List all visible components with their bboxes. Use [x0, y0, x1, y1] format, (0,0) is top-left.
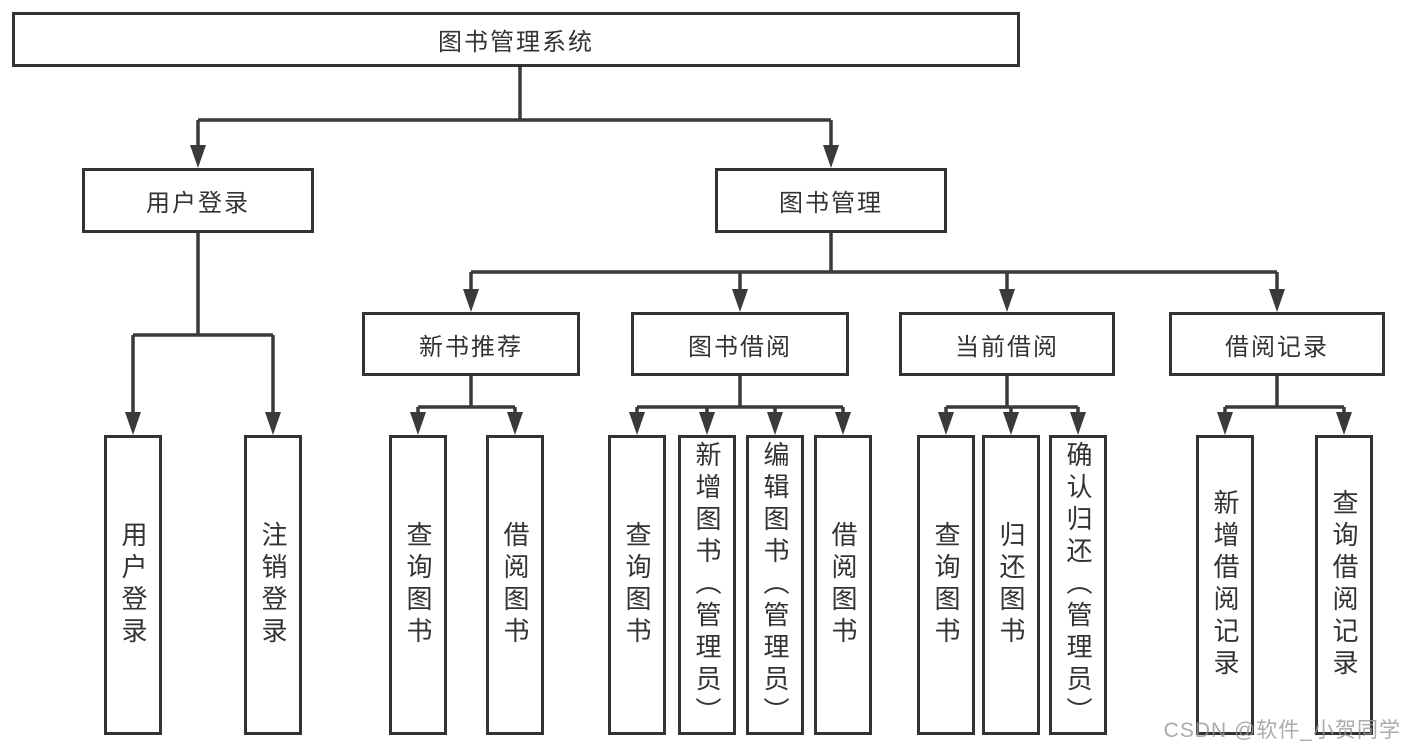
- node-borrow-records: 借阅记录: [1169, 312, 1385, 376]
- leaf-query-books-recommend: 查询图书: [389, 435, 447, 735]
- leaf-label: 用户登录: [118, 521, 148, 649]
- leaf-label: 查询图书: [931, 521, 961, 649]
- node-book-borrowing: 图书借阅: [631, 312, 849, 376]
- leaf-label: 注销登录: [258, 521, 288, 649]
- leaf-query-books-current: 查询图书: [917, 435, 975, 735]
- node-label: 新书推荐: [419, 333, 523, 361]
- node-label: 图书管理: [779, 190, 883, 217]
- leaf-confirm-return-admin: 确认归还（管理员）: [1049, 435, 1107, 735]
- watermark: CSDN @软件_小贺同学: [1163, 719, 1401, 742]
- leaf-label: 确认归还（管理员）: [1063, 441, 1093, 729]
- node-book-management: 图书管理: [715, 168, 947, 233]
- leaf-label: 查询借阅记录: [1329, 489, 1359, 681]
- node-new-book-recommend: 新书推荐: [362, 312, 580, 376]
- leaf-add-borrow-record: 新增借阅记录: [1196, 435, 1254, 735]
- leaf-add-books-admin: 新增图书（管理员）: [678, 435, 736, 735]
- node-label: 图书借阅: [688, 333, 792, 361]
- node-label: 当前借阅: [955, 333, 1059, 361]
- node-label: 图书管理系统: [438, 29, 594, 56]
- leaf-edit-books-admin: 编辑图书（管理员）: [746, 435, 804, 735]
- node-label: 用户登录: [146, 190, 250, 217]
- leaf-label: 归还图书: [996, 521, 1026, 649]
- leaf-label: 新增借阅记录: [1210, 489, 1240, 681]
- leaf-borrow-books-borrowing: 借阅图书: [814, 435, 872, 735]
- leaf-borrow-books-recommend: 借阅图书: [486, 435, 544, 735]
- leaf-label: 借阅图书: [500, 521, 530, 649]
- leaf-query-borrow-record: 查询借阅记录: [1315, 435, 1373, 735]
- leaf-return-books: 归还图书: [982, 435, 1040, 735]
- leaf-label: 编辑图书（管理员）: [760, 441, 790, 729]
- leaf-user-login: 用户登录: [104, 435, 162, 735]
- leaf-label: 查询图书: [622, 521, 652, 649]
- leaf-logout: 注销登录: [244, 435, 302, 735]
- leaf-label: 借阅图书: [828, 521, 858, 649]
- node-user-login: 用户登录: [82, 168, 314, 233]
- node-label: 借阅记录: [1225, 333, 1329, 361]
- node-library-management-system: 图书管理系统: [12, 12, 1020, 67]
- node-current-borrowing: 当前借阅: [899, 312, 1115, 376]
- leaf-label: 查询图书: [403, 521, 433, 649]
- leaf-label: 新增图书（管理员）: [692, 441, 722, 729]
- leaf-query-books-borrowing: 查询图书: [608, 435, 666, 735]
